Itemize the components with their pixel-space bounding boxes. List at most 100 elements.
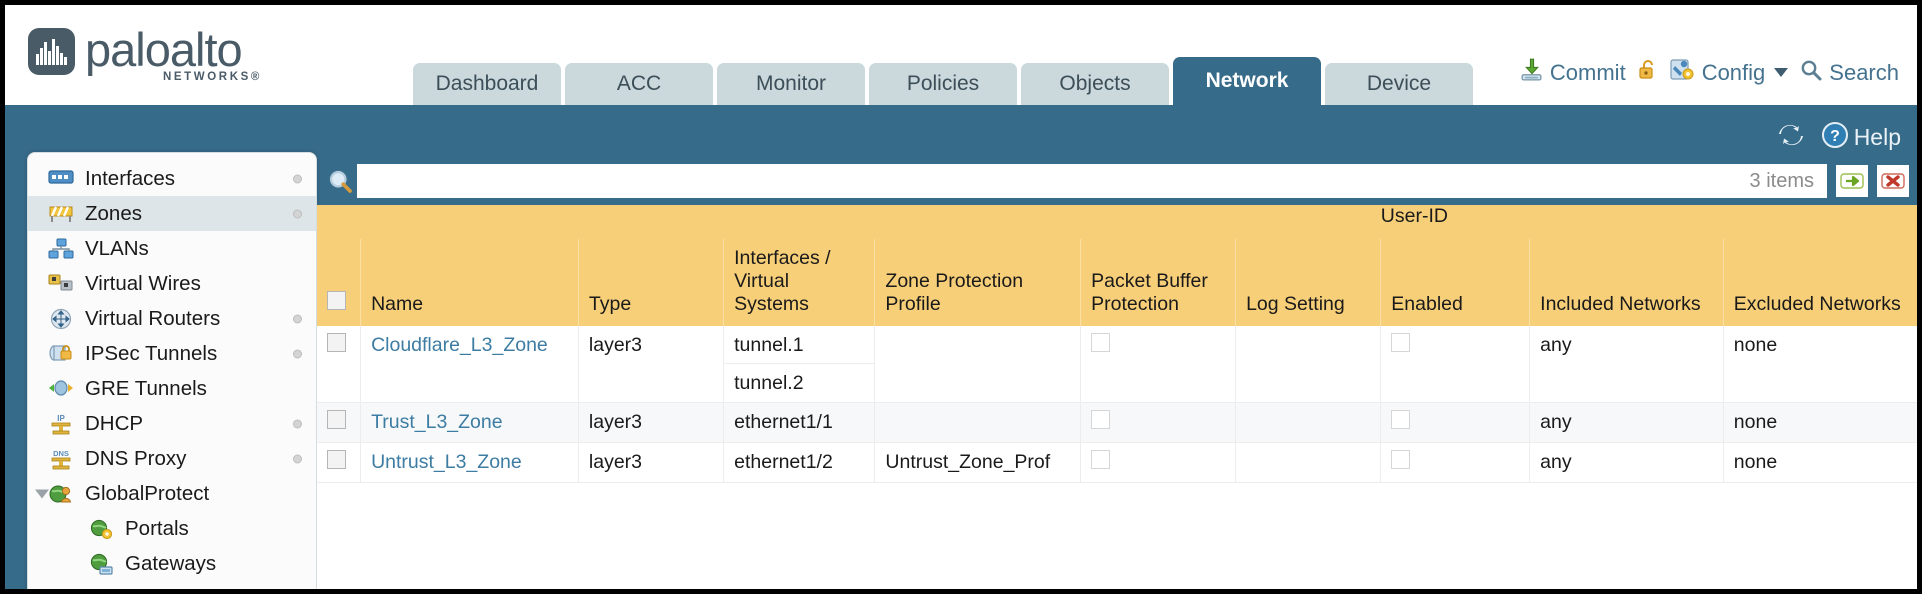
- cell-log-setting: [1235, 326, 1381, 403]
- row-select-cell: [317, 402, 361, 443]
- portals-icon: [88, 518, 116, 540]
- column-header-enabled[interactable]: Enabled: [1380, 239, 1530, 326]
- sidebar-item-zones[interactable]: Zones: [28, 196, 316, 231]
- zones-table-body: Cloudflare_L3_Zone layer3 tunnel.1 tunne…: [317, 326, 1917, 483]
- main-navigation-tabs: Dashboard ACC Monitor Policies Objects N…: [413, 55, 1477, 105]
- filter-search-icon: [323, 168, 357, 195]
- cell-type: layer3: [577, 326, 724, 403]
- column-header-excluded-networks[interactable]: Excluded Networks: [1722, 239, 1917, 326]
- table-row[interactable]: Trust_L3_Zone layer3 ethernet1/1 any: [317, 402, 1917, 443]
- sidebar-item-globalprotect[interactable]: GlobalProtect: [28, 476, 316, 511]
- cell-excluded-networks: none: [1722, 442, 1917, 483]
- column-header-zone-protection-profile[interactable]: Zone Protection Profile: [874, 239, 1081, 326]
- commit-icon: [1519, 57, 1544, 88]
- sidebar-item-label: VLANs: [85, 236, 149, 260]
- cell-userid-enabled: [1380, 326, 1530, 403]
- commit-button[interactable]: Commit: [1519, 57, 1626, 88]
- sidebar-item-ipsec-tunnels[interactable]: IPSec Tunnels: [28, 336, 316, 371]
- filter-input-wrapper[interactable]: 3 items: [357, 164, 1827, 198]
- cell-log-setting: [1235, 442, 1381, 483]
- userid-enabled-checkbox[interactable]: [1391, 333, 1411, 352]
- column-header-name[interactable]: Name: [360, 239, 579, 326]
- tab-objects[interactable]: Objects: [1021, 63, 1169, 105]
- status-dot: [293, 209, 302, 218]
- column-header-packet-buffer-protection[interactable]: Packet Buffer Protection: [1080, 239, 1236, 326]
- sidebar-item-portals[interactable]: Portals: [28, 511, 316, 546]
- tab-network[interactable]: Network: [1173, 57, 1321, 105]
- zones-table: User-ID Name Type Interfaces / Virtual S…: [317, 205, 1917, 483]
- sidebar-item-gre-tunnels[interactable]: GRE Tunnels: [28, 371, 316, 406]
- status-dot: [293, 454, 302, 463]
- clear-filter-button[interactable]: [1877, 165, 1909, 197]
- packet-buffer-protection-checkbox[interactable]: [1091, 410, 1111, 429]
- packet-buffer-protection-checkbox[interactable]: [1091, 333, 1111, 352]
- select-all-header: [317, 239, 361, 326]
- help-button[interactable]: ? Help: [1821, 121, 1901, 154]
- sidebar-item-virtual-routers[interactable]: Virtual Routers: [28, 301, 316, 336]
- table-row[interactable]: Cloudflare_L3_Zone layer3 tunnel.1 tunne…: [317, 326, 1917, 403]
- cell-included-networks: any: [1529, 402, 1724, 443]
- sidebar-item-label: Zones: [85, 201, 142, 225]
- packet-buffer-protection-checkbox[interactable]: [1091, 450, 1111, 469]
- sidebar-item-virtual-wires[interactable]: Virtual Wires: [28, 266, 316, 301]
- help-icon: ?: [1821, 121, 1849, 154]
- userid-enabled-checkbox[interactable]: [1391, 410, 1411, 429]
- row-checkbox[interactable]: [327, 410, 346, 429]
- search-input[interactable]: [358, 166, 1750, 196]
- row-checkbox[interactable]: [327, 333, 346, 352]
- interface-entry: tunnel.2: [734, 372, 804, 394]
- tab-monitor[interactable]: Monitor: [717, 63, 865, 105]
- lock-button[interactable]: [1637, 58, 1659, 88]
- tab-policies[interactable]: Policies: [869, 63, 1017, 105]
- logo-tagline: NETWORKS®: [163, 71, 262, 83]
- table-row[interactable]: Untrust_L3_Zone layer3 ethernet1/2 Untru…: [317, 442, 1917, 483]
- sidebar-item-gateways[interactable]: Gateways: [28, 546, 316, 581]
- sidebar-item-dhcp[interactable]: IP DHCP: [28, 406, 316, 441]
- zone-name-link[interactable]: Trust_L3_Zone: [371, 411, 503, 433]
- group-header-row: User-ID: [317, 205, 1917, 239]
- row-checkbox[interactable]: [327, 450, 346, 469]
- sidebar-item-interfaces[interactable]: Interfaces: [28, 161, 316, 196]
- zone-name-link[interactable]: Cloudflare_L3_Zone: [371, 334, 548, 356]
- sidebar-item-label: GRE Tunnels: [85, 376, 207, 400]
- sub-toolbar: ? Help: [5, 105, 1917, 157]
- tab-dashboard[interactable]: Dashboard: [413, 63, 561, 105]
- cell-packet-buffer-protection: [1080, 402, 1236, 443]
- toolbar-right-actions: ? Help: [1777, 121, 1901, 154]
- cell-name: Untrust_L3_Zone: [360, 442, 579, 483]
- tab-acc[interactable]: ACC: [565, 63, 713, 105]
- cell-included-networks: any: [1529, 326, 1724, 403]
- sidebar-item-vlans[interactable]: VLANs: [28, 231, 316, 266]
- userid-enabled-checkbox[interactable]: [1391, 450, 1411, 469]
- sidebar-item-label: Virtual Wires: [85, 271, 201, 295]
- sidebar-item-label: DNS Proxy: [85, 446, 187, 470]
- ipsec-tunnels-icon: [48, 343, 76, 365]
- status-dot: [293, 314, 302, 323]
- gateways-icon: [88, 553, 116, 575]
- config-dropdown[interactable]: Config: [1670, 57, 1789, 88]
- sidebar-item-label: Portals: [125, 516, 189, 540]
- virtual-wires-icon: [48, 273, 76, 295]
- filter-bar: 3 items: [317, 157, 1917, 205]
- cell-interfaces: tunnel.1 tunnel.2: [723, 326, 875, 403]
- chevron-down-icon[interactable]: [35, 489, 49, 498]
- column-header-included-networks[interactable]: Included Networks: [1529, 239, 1724, 326]
- apply-filter-button[interactable]: [1836, 165, 1868, 197]
- cell-type: layer3: [577, 442, 724, 483]
- zones-table-wrapper: User-ID Name Type Interfaces / Virtual S…: [317, 205, 1917, 589]
- dhcp-icon: IP: [48, 413, 76, 435]
- select-all-checkbox[interactable]: [327, 291, 346, 310]
- zone-name-link[interactable]: Untrust_L3_Zone: [371, 451, 522, 473]
- row-select-cell: [317, 442, 361, 483]
- sidebar-item-dns-proxy[interactable]: DNS DNS Proxy: [28, 441, 316, 476]
- column-header-row: Name Type Interfaces / Virtual Systems Z…: [317, 239, 1917, 326]
- refresh-icon[interactable]: [1777, 122, 1805, 153]
- cell-log-setting: [1235, 402, 1381, 443]
- tab-device[interactable]: Device: [1325, 63, 1473, 105]
- column-header-type[interactable]: Type: [577, 239, 724, 326]
- search-button[interactable]: Search: [1799, 58, 1899, 88]
- logo-mark-icon: [28, 28, 75, 75]
- cell-name: Trust_L3_Zone: [360, 402, 579, 443]
- column-header-log-setting[interactable]: Log Setting: [1235, 239, 1381, 326]
- column-header-interfaces[interactable]: Interfaces / Virtual Systems: [723, 239, 875, 326]
